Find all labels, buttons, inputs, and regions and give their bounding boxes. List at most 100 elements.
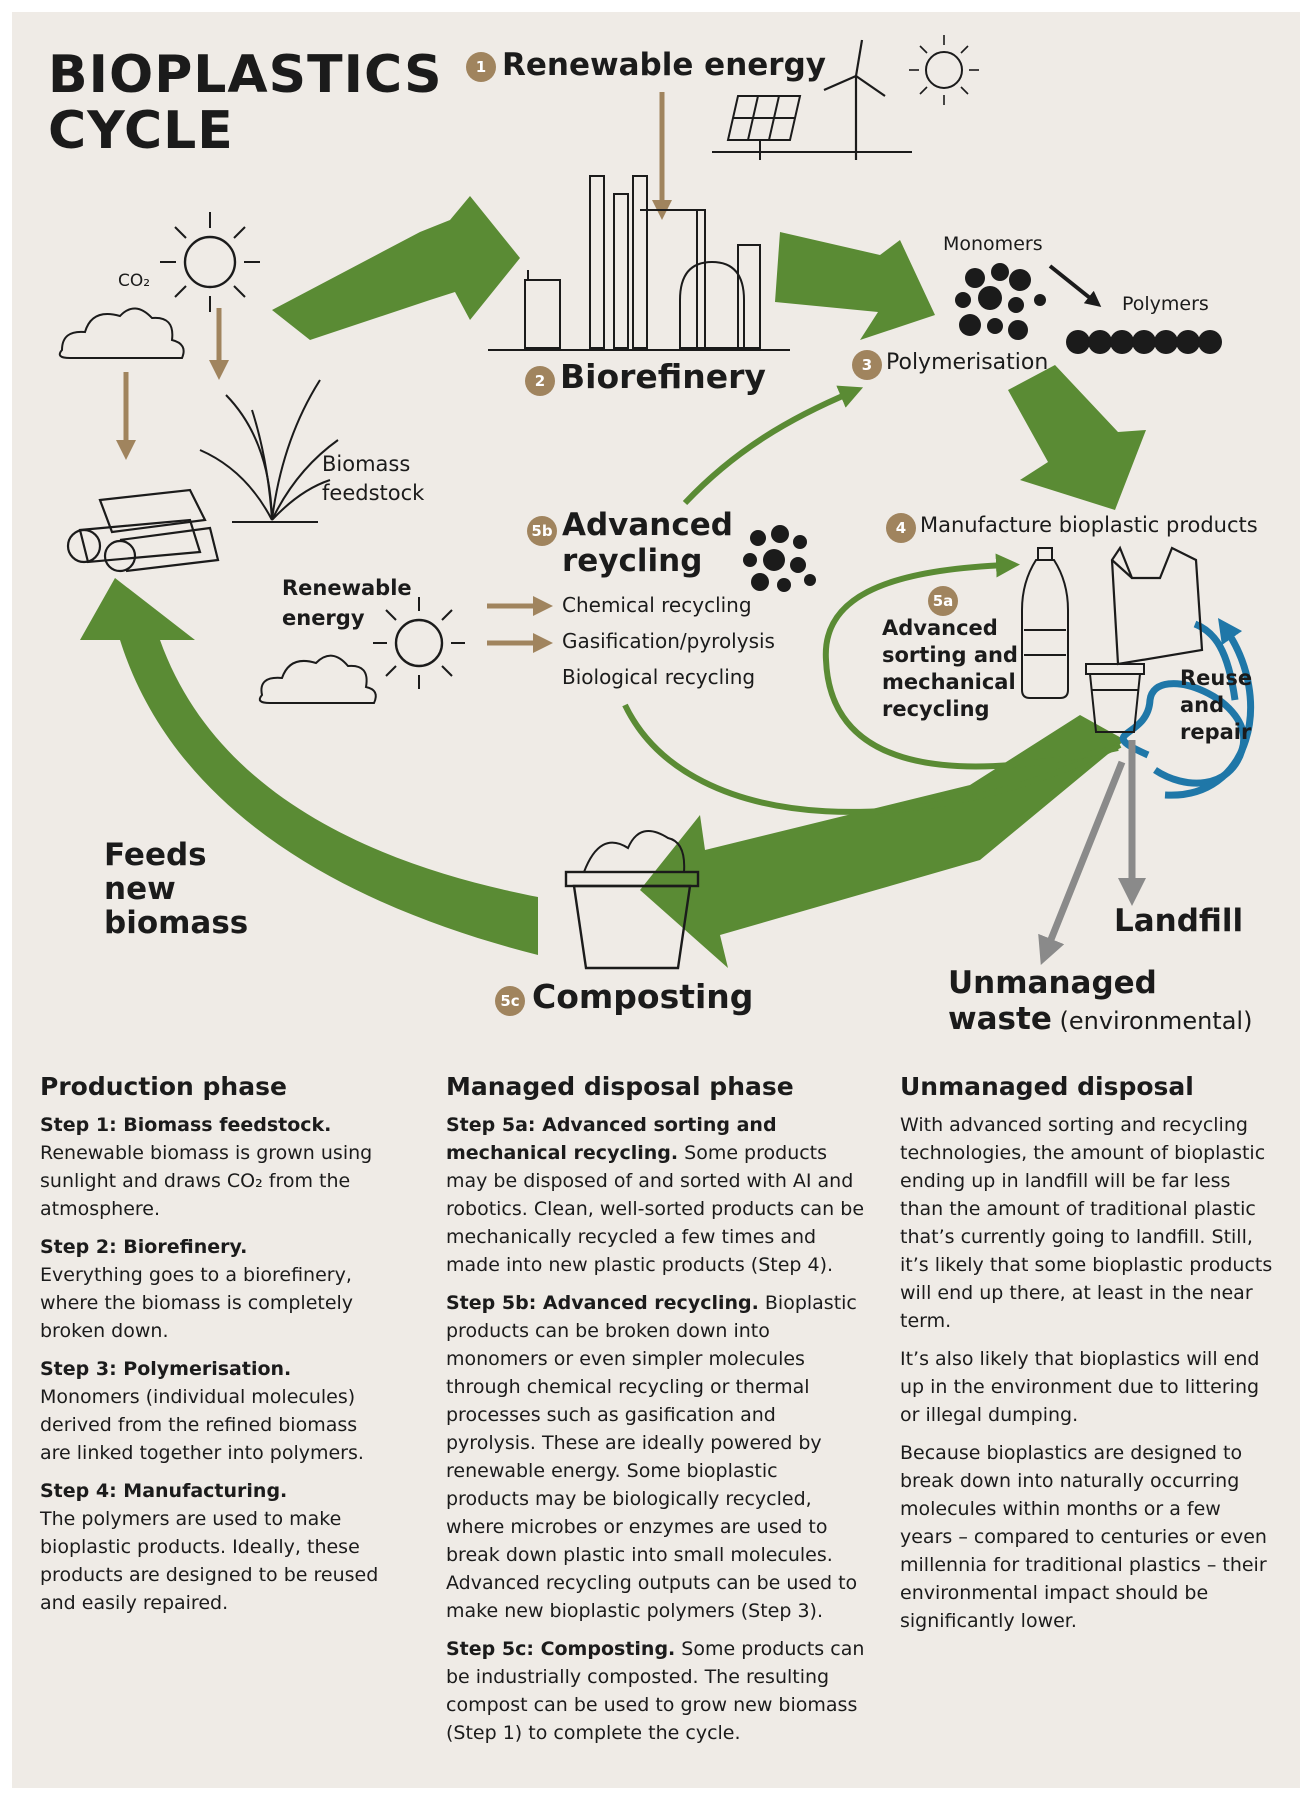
unmanaged-arrow xyxy=(1038,760,1126,965)
step4-label: Manufacture bioplastic products xyxy=(920,513,1258,537)
landfill-label: Landfill xyxy=(1114,903,1244,939)
renewable-energy-side-2: energy xyxy=(282,606,365,630)
unmanaged-column: Unmanaged disposal With advanced sorting… xyxy=(900,1072,1275,1645)
solar-panel-icon xyxy=(712,95,912,160)
bottle-icon xyxy=(1021,547,1069,699)
unmanaged-label-2: waste (environmental) xyxy=(948,1001,1253,1038)
green-arrow-to-biorefinery xyxy=(272,196,520,340)
page-title-line2: CYCLE xyxy=(48,101,234,161)
step5b-method-biological: Biological recycling xyxy=(562,665,756,689)
managed-step5c: Step 5c: Composting. Some products can b… xyxy=(446,1635,866,1747)
co2-label: CO₂ xyxy=(118,271,151,291)
compost-bin-icon xyxy=(564,829,700,970)
step5a-label-2: sorting and xyxy=(882,643,1018,667)
step1-badge: 1 xyxy=(466,52,496,82)
managed-step5b-title: Step 5b: Advanced recycling. xyxy=(446,1292,759,1314)
production-step4-title: Step 4: Manufacturing. xyxy=(40,1480,288,1502)
thin-arrow-5a-loop xyxy=(822,553,1119,770)
managed-step5a-title: Step 5a: Advanced sorting and mechanical… xyxy=(446,1114,777,1164)
monomers-label: Monomers xyxy=(943,233,1043,255)
renewable-energy-side-1: Renewable xyxy=(282,576,412,600)
cup-icon xyxy=(1085,663,1145,733)
unmanaged-para1: With advanced sorting and recycling tech… xyxy=(900,1114,1273,1332)
sun-icon-center xyxy=(373,597,465,689)
thin-arrow-5b-to-polymerisation xyxy=(682,385,864,506)
step5b-method-gasification: Gasification/pyrolysis xyxy=(562,629,775,653)
step3-badge: 3 xyxy=(852,350,882,380)
cloud-icon-center xyxy=(258,654,377,704)
step5a-label-3: mechanical xyxy=(882,670,1016,694)
step5a-badge: 5a xyxy=(928,586,958,616)
sun-icon-left xyxy=(160,212,260,312)
feeds-label-2: new xyxy=(104,871,176,907)
reuse-label-3: repair xyxy=(1180,720,1252,744)
page-title-line1: BIOPLASTICS xyxy=(48,45,443,105)
monomers-to-polymers-arrow xyxy=(1048,264,1102,307)
production-step1: Step 1: Biomass feedstock. Renewable biom… xyxy=(40,1111,385,1223)
production-step2: Step 2: Biorefinery. Everything goes to a… xyxy=(40,1233,385,1345)
unmanaged-label-waste: waste xyxy=(948,1001,1052,1037)
step5a-label-1: Advanced xyxy=(882,616,998,640)
managed-step5b: Step 5b: Advanced recycling. Bioplastic … xyxy=(446,1289,866,1625)
step5c-label: Composting xyxy=(532,977,754,1016)
reuse-arrow-main xyxy=(1164,617,1255,799)
unmanaged-para2: It’s also likely that bioplastics will e… xyxy=(900,1348,1260,1426)
step5a-label-4: recycling xyxy=(882,697,990,721)
unmanaged-heading: Unmanaged disposal xyxy=(900,1072,1194,1101)
production-step3-text: Monomers (individual molecules) derived … xyxy=(40,1386,364,1464)
unmanaged-label-1: Unmanaged xyxy=(948,965,1157,1001)
biorefinery-icon xyxy=(488,175,790,351)
step4-badge: 4 xyxy=(886,513,916,543)
feeds-label-1: Feeds xyxy=(104,837,207,873)
step5b-label-1: Advanced xyxy=(562,507,733,543)
green-arrow-to-manufacture xyxy=(1008,365,1146,510)
bag-icon xyxy=(1110,545,1204,666)
cloud-icon-left xyxy=(58,307,185,359)
green-arrow-to-polymerisation xyxy=(775,232,935,340)
managed-step5a-text: Some products may be disposed of and sor… xyxy=(446,1142,865,1276)
biomass-plant-icon xyxy=(199,379,339,523)
production-step3: Step 3: Polymerisation. Monomers (individ… xyxy=(40,1355,385,1467)
production-step3-title: Step 3: Polymerisation. xyxy=(40,1358,292,1380)
unmanaged-para3: Because bioplastics are designed to brea… xyxy=(900,1442,1267,1632)
production-column: Production phase Step 1: Biomass feedsto… xyxy=(40,1072,385,1627)
managed-step5b-text: Bioplastic products can be broken down i… xyxy=(446,1292,858,1622)
production-step2-text: Everything goes to a biorefinery, where … xyxy=(40,1264,354,1342)
monomers-icon xyxy=(955,263,1046,340)
wind-turbine-icon xyxy=(823,39,886,160)
molecules-5b-icon xyxy=(743,525,816,592)
production-heading: Production phase xyxy=(40,1072,287,1101)
step1-label: Renewable energy xyxy=(502,47,826,83)
step5b-method-chemical: Chemical recycling xyxy=(562,593,752,617)
production-step1-title: Step 1: Biomass feedstock. xyxy=(40,1114,332,1136)
green-arrow-feeds-biomass xyxy=(80,578,538,955)
biomass-feedstock-2: feedstock xyxy=(322,481,425,505)
step5b-badge: 5b xyxy=(527,516,557,546)
reuse-label-1: Reuse xyxy=(1180,666,1253,690)
step5b-label-2: reycling xyxy=(562,543,703,579)
polymers-icon xyxy=(1066,330,1222,354)
step2-label: Biorefinery xyxy=(560,357,766,396)
sun-icon-top xyxy=(909,35,979,105)
production-step4: Step 4: Manufacturing. The polymers are u… xyxy=(40,1477,385,1617)
production-step4-text: The polymers are used to make bioplastic… xyxy=(40,1508,379,1614)
managed-step5c-title: Step 5c: Composting. xyxy=(446,1638,676,1660)
polymers-label: Polymers xyxy=(1122,293,1209,315)
feeds-label-3: biomass xyxy=(104,905,249,941)
managed-column: Managed disposal phase Step 5a: Advanced… xyxy=(446,1072,866,1757)
green-arrow-to-composting xyxy=(640,715,1125,968)
managed-step5c-text: Some products can be industrially compos… xyxy=(446,1638,865,1744)
production-step1-text: Renewable biomass is grown using sunligh… xyxy=(40,1142,373,1220)
step3-label: Polymerisation xyxy=(886,350,1049,375)
production-step2-title: Step 2: Biorefinery. xyxy=(40,1236,248,1258)
managed-step5a: Step 5a: Advanced sorting and mechanical… xyxy=(446,1111,866,1279)
logs-icon xyxy=(66,488,220,573)
managed-heading: Managed disposal phase xyxy=(446,1072,794,1101)
biomass-feedstock-1: Biomass xyxy=(322,452,411,476)
unmanaged-label-env: (environmental) xyxy=(1051,1007,1253,1035)
thin-arrow-to-5b xyxy=(622,703,1122,815)
step5c-badge: 5c xyxy=(495,986,525,1016)
reuse-label-2: and xyxy=(1180,693,1225,717)
